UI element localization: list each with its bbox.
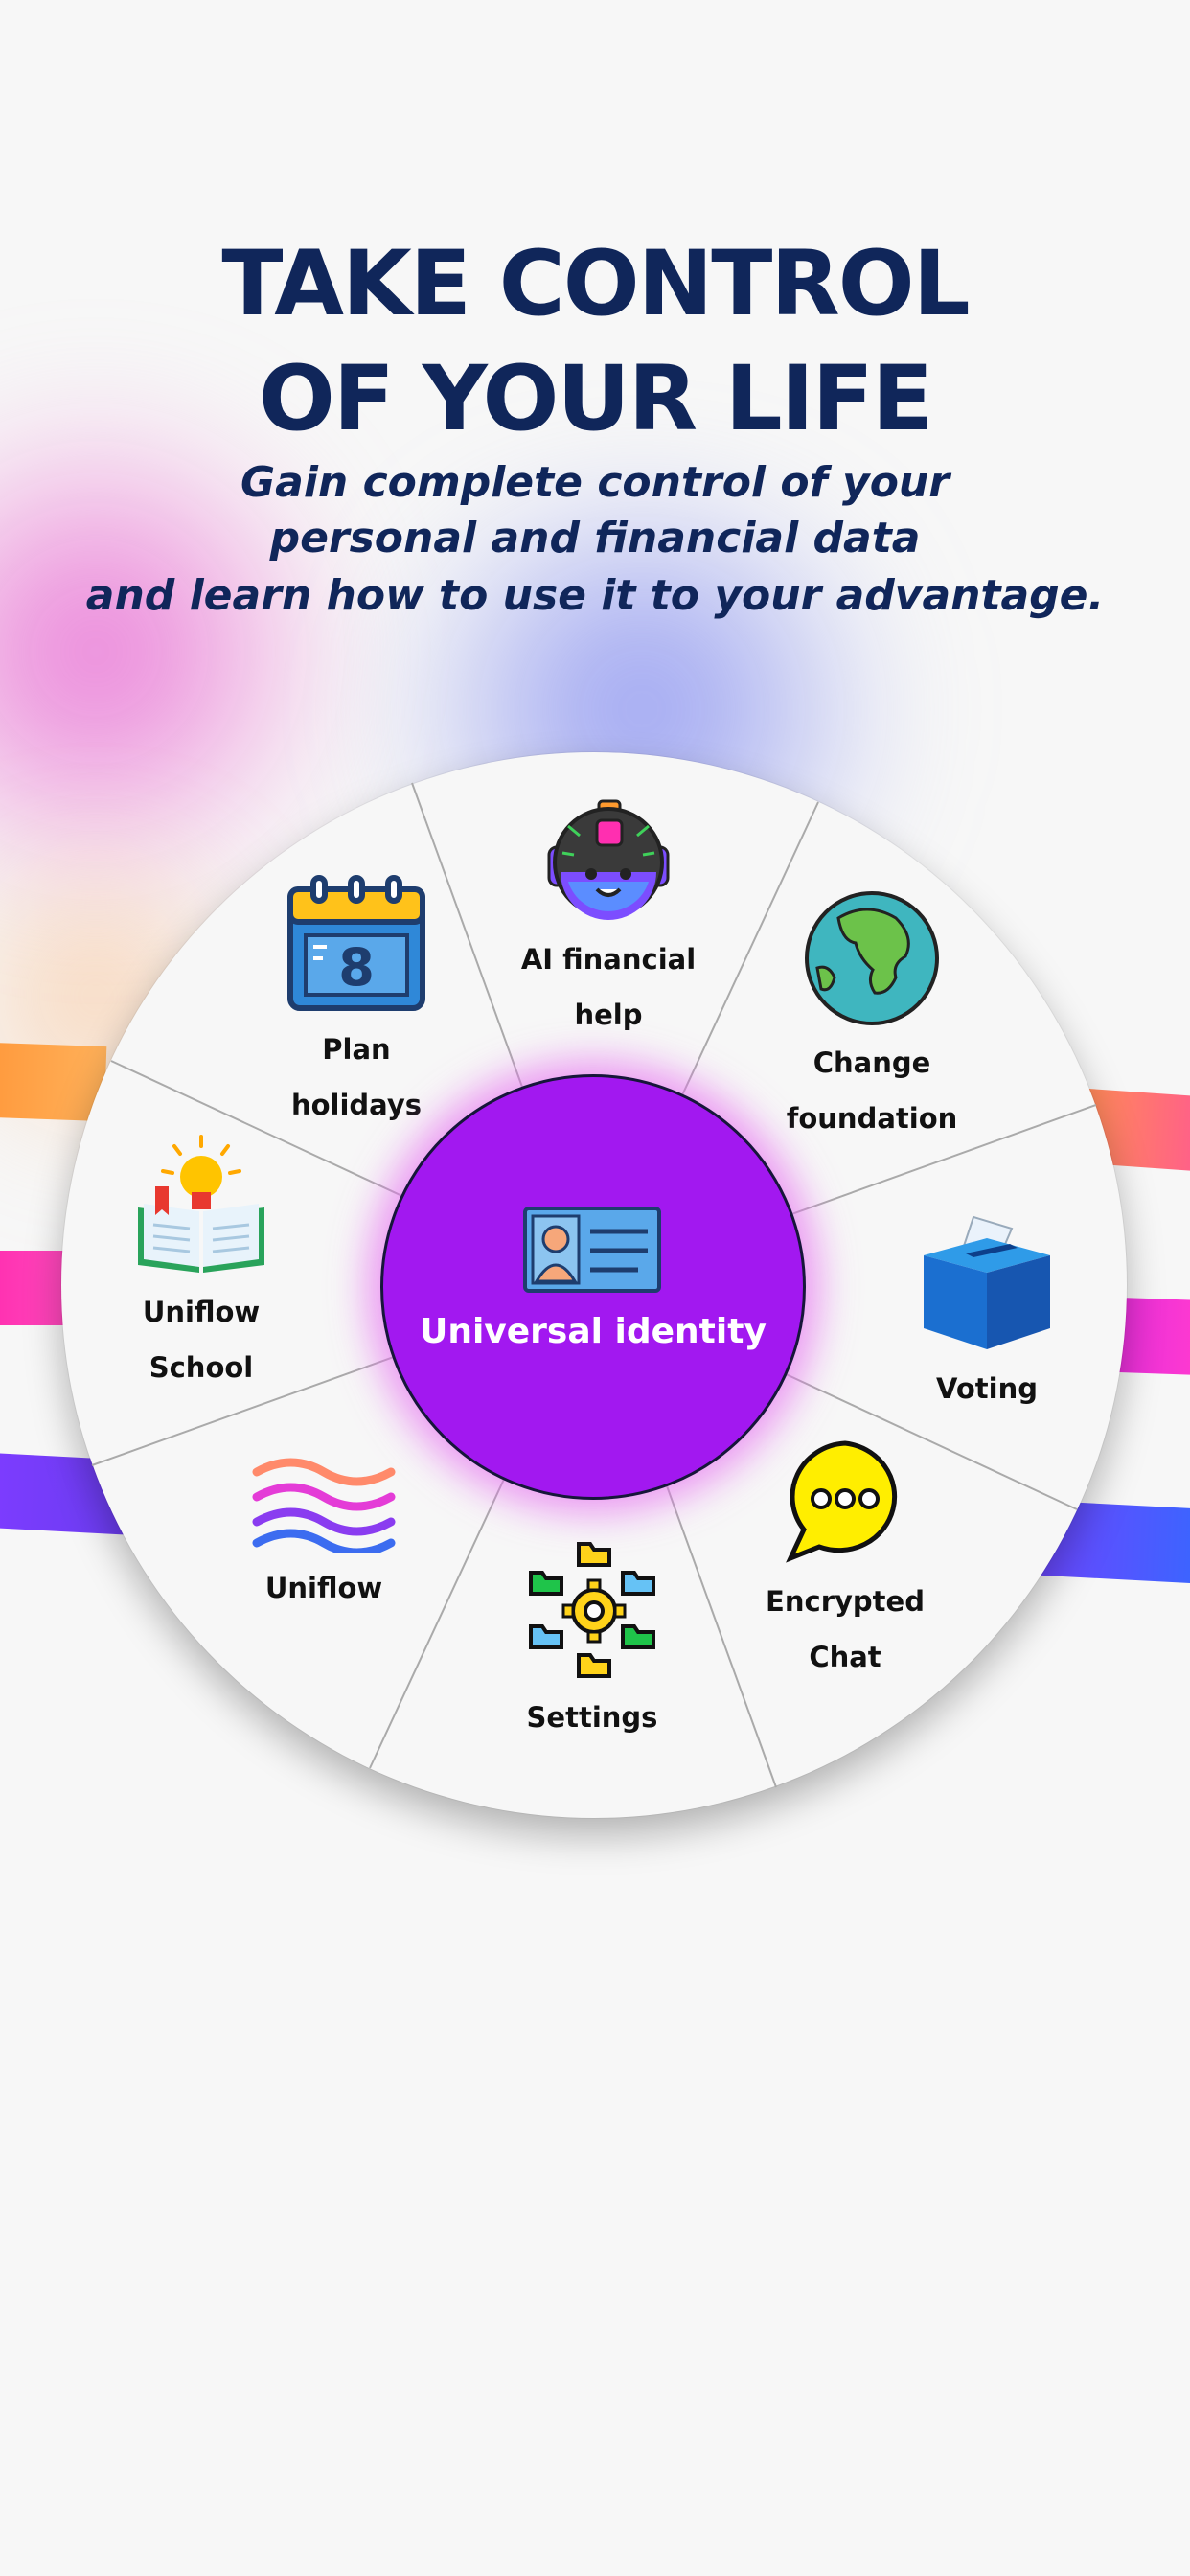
subtitle-line-3: and learn how to use it to your advantag… bbox=[85, 571, 1105, 620]
segment-change-foundation[interactable]: Change foundation bbox=[757, 889, 987, 1146]
segment-label-line-1: Settings bbox=[526, 1701, 658, 1734]
segment-label-line-1: Encrypted bbox=[766, 1585, 925, 1618]
robot-icon bbox=[547, 799, 670, 920]
svg-text:8: 8 bbox=[338, 937, 375, 998]
segment-uniflow-school[interactable]: Uniflow School bbox=[96, 1133, 307, 1395]
chat-bubble-icon bbox=[786, 1440, 898, 1563]
page-title-line-1: TAKE CONTROL bbox=[221, 232, 970, 336]
segment-label-line-2: holidays bbox=[290, 1089, 423, 1121]
segment-label-line-1: Uniflow bbox=[264, 1572, 383, 1604]
segment-label-line-2: School bbox=[149, 1351, 254, 1384]
segment-label-line-1: AI financial bbox=[520, 943, 697, 976]
calendar-icon: 8 bbox=[287, 875, 425, 1011]
segment-voting[interactable]: Voting bbox=[881, 1209, 1092, 1416]
segment-label-line-2: foundation bbox=[786, 1102, 958, 1135]
ballot-box-icon bbox=[924, 1215, 1050, 1349]
id-card-icon bbox=[523, 1207, 661, 1293]
uniflow-waves-icon bbox=[252, 1458, 396, 1552]
universal-identity-hub[interactable]: Universal identity bbox=[380, 1074, 806, 1500]
segment-plan-holidays[interactable]: 8 Plan holidays bbox=[251, 874, 462, 1133]
segment-ai-financial-help[interactable]: AI financial help bbox=[498, 797, 719, 1043]
segment-label-line-2: help bbox=[574, 999, 643, 1031]
segment-uniflow[interactable]: Uniflow bbox=[218, 1447, 429, 1616]
earth-icon bbox=[805, 891, 939, 1025]
subtitle-line-1: Gain complete control of your bbox=[240, 458, 950, 507]
open-book-icon bbox=[138, 1135, 264, 1273]
settings-gear-icon bbox=[529, 1542, 655, 1678]
segment-label-line-1: Plan bbox=[322, 1033, 391, 1066]
subtitle-line-2: personal and financial data bbox=[269, 514, 921, 563]
segment-label-line-1: Change bbox=[812, 1046, 931, 1079]
segment-encrypted-chat[interactable]: Encrypted Chat bbox=[740, 1438, 950, 1685]
segment-label-line-2: Chat bbox=[809, 1641, 881, 1673]
hub-label: Universal identity bbox=[420, 1312, 767, 1351]
segment-settings[interactable]: Settings bbox=[487, 1538, 698, 1745]
segment-label-line-1: Uniflow bbox=[142, 1296, 261, 1328]
page-title-line-2: OF YOUR LIFE bbox=[258, 347, 933, 451]
segment-label-line-1: Voting bbox=[936, 1372, 1038, 1405]
